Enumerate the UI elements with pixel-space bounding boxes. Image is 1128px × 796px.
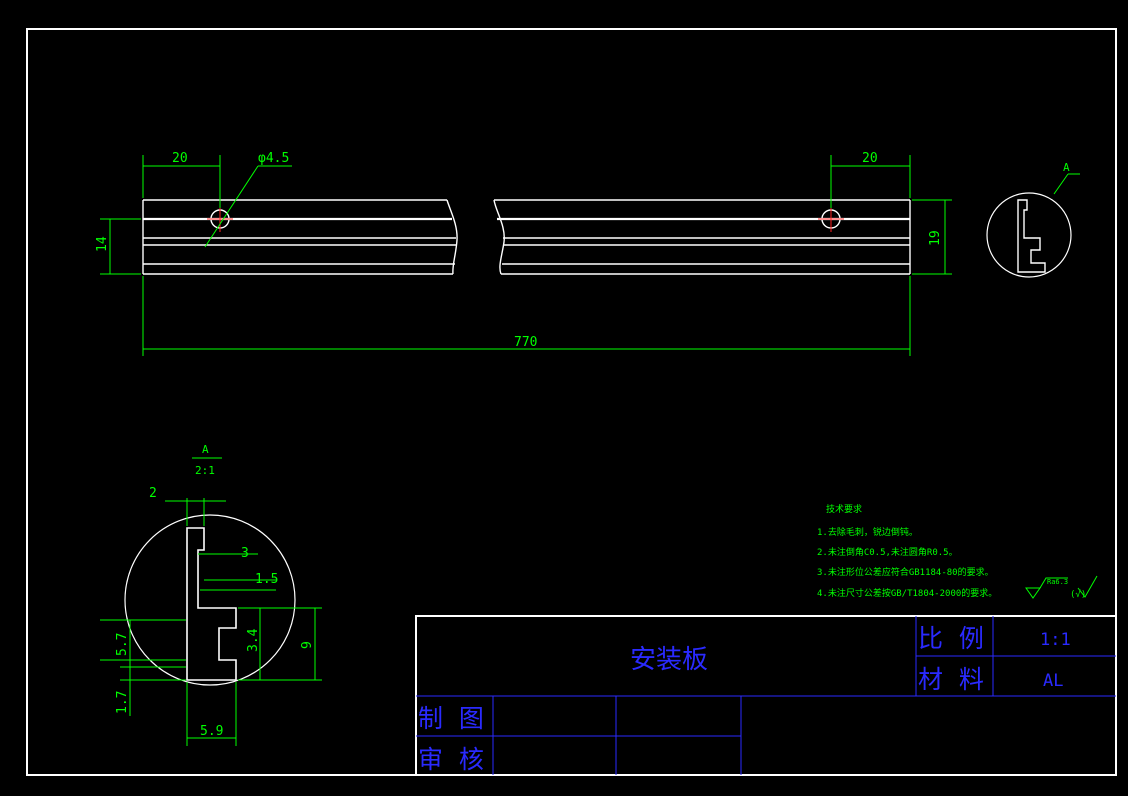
tech-note-4: 4.未注尺寸公差按GB/T1804-2000的要求。 [817,587,997,599]
dim-detail-9: 9 [300,641,315,649]
hole-right [818,206,844,232]
dim-detail-3: 3 [241,546,249,561]
main-view-left-segment [142,199,458,275]
checked-label: 审 核 [418,745,484,774]
tech-notes-title: 技术要求 [826,503,862,515]
material-value: AL [1043,671,1063,691]
hole-left [207,206,233,232]
tech-notes: 技术要求 1.去除毛刺，锐边倒钝。 2.未注倒角C0.5,未注圆角R0.5。 3… [817,503,1098,600]
side-view: A [986,161,1080,278]
side-profile [1017,199,1046,273]
dim-detail-1-5: 1.5 [255,572,278,587]
detail-label: A [202,443,209,456]
detail-circle [124,514,296,686]
drawn-label: 制 图 [418,704,484,733]
dim-left-height: 14 [95,236,110,252]
dim-overall-length: 770 [514,335,537,350]
tech-note-1: 1.去除毛刺，锐边倒钝。 [817,526,918,538]
tech-note-2: 2.未注倒角C0.5,未注圆角R0.5。 [817,546,958,558]
part-name: 安装板 [630,645,708,675]
dim-right-hole-offset: 20 [862,151,878,166]
title-block: 安装板 比 例 1:1 材 料 AL 制 图 审 核 [415,615,1117,776]
main-view-right-segment [493,199,911,275]
dim-right-height: 19 [928,230,943,246]
roughness-paren: (√) [1070,589,1086,600]
scale-value: 1:1 [1040,630,1071,650]
tech-note-3: 3.未注形位公差应符合GB1184-80的要求。 [817,566,994,578]
callout-leader [1053,173,1069,195]
material-label: 材 料 [918,665,984,694]
callout-label: A [1063,161,1070,174]
dim-detail-2: 2 [149,486,157,501]
detail-profile [186,527,237,681]
main-view: 20 φ4.5 20 14 19 770 [95,151,952,356]
scale-label: 比 例 [918,624,984,653]
roughness-value: Ra6.3 [1047,578,1068,586]
sheet-border [26,28,1117,776]
main-dimension-lines [100,155,952,356]
dim-detail-5-9: 5.9 [200,724,223,739]
detail-callout-circle [986,192,1072,278]
detail-view: A 2:1 [100,443,322,746]
detail-dimension-lines [100,498,322,746]
dim-detail-1-7: 1.7 [115,691,130,714]
dim-left-hole-offset: 20 [172,151,188,166]
dim-detail-3-4: 3.4 [246,628,261,652]
dim-hole-diameter: φ4.5 [258,151,289,166]
dim-detail-5-7: 5.7 [115,633,130,656]
roughness-symbol [1025,575,1098,599]
detail-scale: 2:1 [195,464,215,477]
